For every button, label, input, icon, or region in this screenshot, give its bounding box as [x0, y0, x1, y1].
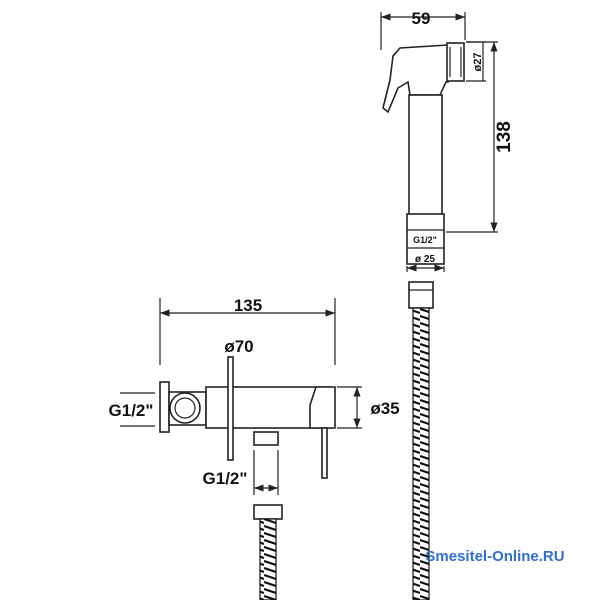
short-hose — [253, 504, 283, 600]
shower-width-label: 59 — [412, 9, 431, 28]
shower-height-label: 138 — [494, 121, 515, 153]
inlet-thread-label: G1/2" — [109, 401, 154, 420]
plate-diameter-label: ø70 — [224, 337, 253, 356]
shower-head — [380, 12, 498, 272]
valve — [120, 298, 362, 495]
long-hose — [408, 281, 434, 600]
outlet-thread-label: G1/2" — [203, 469, 248, 488]
nozzle-diameter-label: ø27 — [472, 53, 484, 72]
shower-thread-label: G1/2" — [413, 235, 437, 245]
body-diameter-label: ø35 — [370, 399, 399, 418]
shower-base-diameter-label: ø 25 — [415, 254, 435, 265]
watermark: Smesitel-Online.RU — [425, 548, 564, 565]
valve-length-label: 135 — [234, 296, 262, 315]
